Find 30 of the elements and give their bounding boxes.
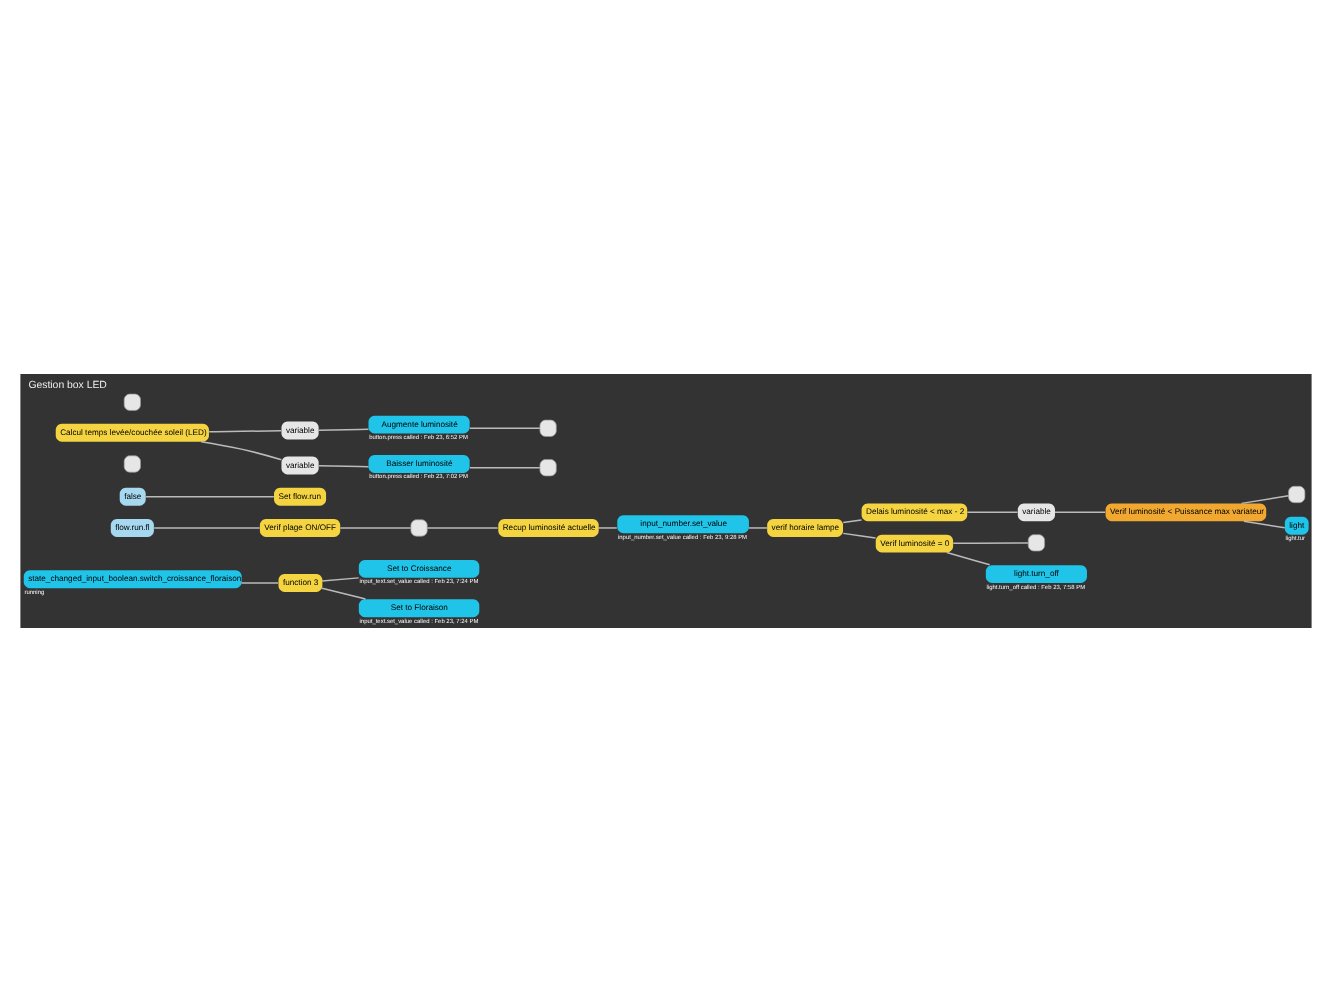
node-box — [539, 418, 557, 436]
connector — [321, 586, 367, 599]
node-box — [123, 392, 141, 410]
node-box — [1288, 484, 1306, 503]
connector — [339, 526, 412, 528]
connector — [842, 531, 877, 538]
connector — [966, 510, 1019, 513]
connector — [597, 526, 618, 528]
connector — [1243, 519, 1286, 528]
connector — [946, 550, 991, 565]
connector — [318, 427, 370, 430]
connector — [240, 581, 279, 583]
connector — [208, 429, 283, 432]
connector — [426, 526, 499, 528]
connector — [200, 439, 283, 460]
connector — [1054, 510, 1107, 513]
connector — [153, 526, 261, 528]
connector — [748, 526, 768, 528]
connector — [469, 426, 541, 429]
connector — [318, 464, 370, 467]
node-box — [410, 518, 428, 536]
connector — [469, 465, 541, 468]
connector — [952, 541, 1029, 544]
node-box — [539, 458, 557, 476]
connector — [321, 576, 360, 581]
node-box — [123, 454, 141, 472]
connector — [1240, 493, 1290, 504]
connector — [842, 518, 863, 523]
node-box — [1027, 533, 1045, 551]
connector — [144, 494, 275, 497]
